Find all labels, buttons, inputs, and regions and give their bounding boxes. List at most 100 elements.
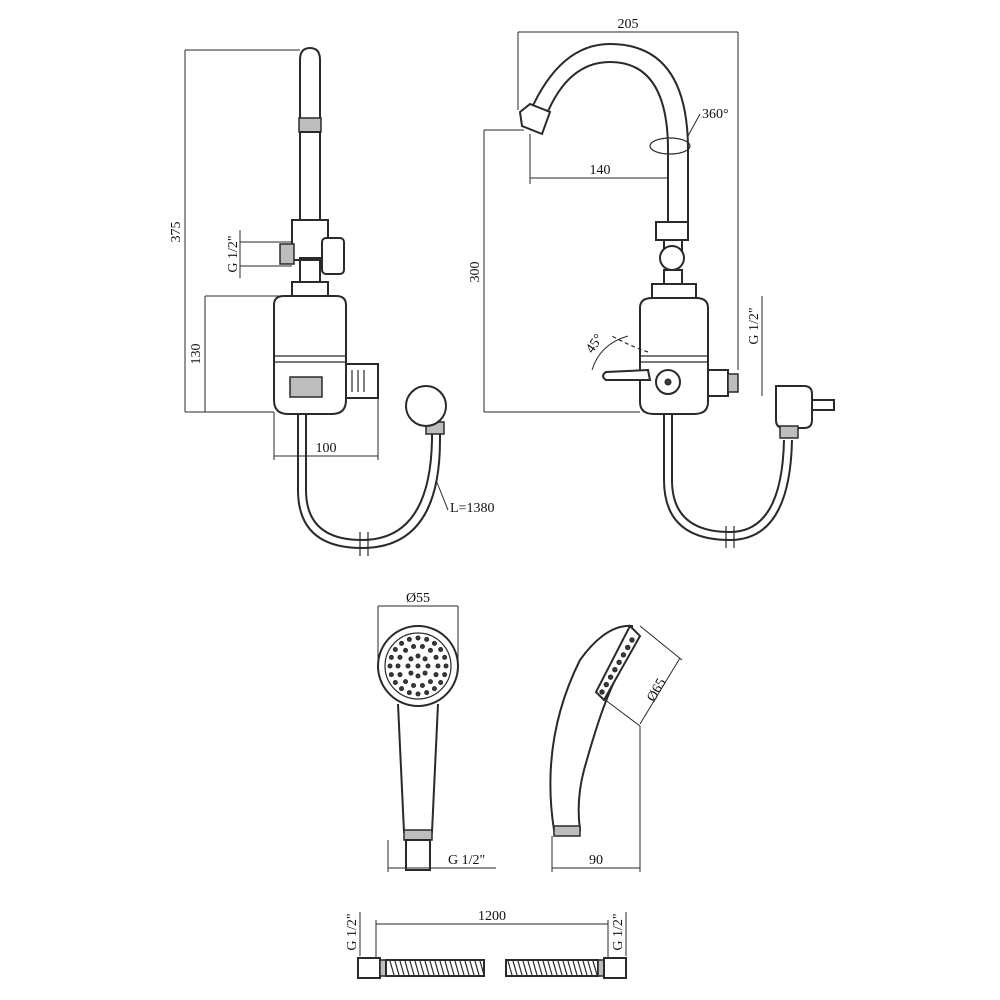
nozzle-dot (387, 663, 393, 669)
nozzle-dot (406, 636, 412, 642)
hose-rib (469, 960, 475, 976)
front-lever-raised (611, 335, 649, 353)
side-nozzle-dot (603, 681, 609, 688)
hose-rib (537, 960, 543, 976)
nozzle-dot (408, 656, 414, 662)
front-lever (602, 368, 652, 381)
side-nozzle-dot (599, 689, 605, 695)
shower-handle (397, 703, 439, 833)
shower-nozzles (387, 635, 449, 697)
nozzle-dot (438, 647, 444, 653)
shower-diameter-front: Ø55 (406, 591, 430, 606)
nozzle-dot (403, 679, 409, 685)
nozzle-dot (419, 682, 425, 688)
nozzle-dot (415, 691, 421, 697)
hose-rib (424, 960, 430, 976)
side-pipe (299, 46, 321, 126)
hose-rib (517, 960, 523, 976)
front-spout-nut (655, 221, 689, 241)
nozzle-dot (443, 663, 449, 669)
nozzle-dot (403, 647, 409, 653)
front-cable (663, 414, 793, 542)
nozzle-dot (424, 636, 430, 642)
shower-depth: 90 (589, 853, 603, 868)
front-plug (775, 385, 813, 429)
hose-rib (479, 960, 485, 976)
hose-rib (557, 960, 563, 976)
hose-rib (577, 960, 583, 976)
hose-rib (474, 960, 480, 976)
nozzle-dot (424, 690, 430, 696)
shower-front-view: Ø55 G 1/2" (377, 591, 496, 872)
hose-rib (454, 960, 460, 976)
hose-thread-left: G 1/2" (345, 913, 360, 950)
side-nozzle-dot (612, 667, 618, 673)
nozzle-dot (415, 673, 421, 679)
hose-rib (567, 960, 573, 976)
hose-rib (444, 960, 450, 976)
hose-thread-right: G 1/2" (611, 913, 626, 950)
front-view: 360° 45° 205 140 (468, 17, 835, 548)
side-nozzle-dot (616, 659, 622, 665)
side-nozzle-dot (629, 637, 635, 643)
shower-face-inner (384, 632, 452, 700)
nozzle-dot (431, 686, 437, 692)
side-cable (305, 414, 433, 542)
nozzle-dot (399, 640, 405, 646)
shower-side-thread (553, 825, 581, 837)
hose-rib (547, 960, 553, 976)
hose-rib (389, 960, 395, 976)
side-view: 375 G 1/2" 130 100 L=1380 (169, 46, 494, 556)
side-valve-knob (321, 237, 345, 275)
hose-rib (527, 960, 533, 976)
nozzle-dot (442, 672, 448, 678)
nozzle-dot (433, 672, 439, 678)
nozzle-dot (442, 654, 448, 660)
side-neck (299, 257, 321, 285)
front-rotation: 360° (702, 107, 729, 122)
hose-rib (429, 960, 435, 976)
front-spout-height: 300 (468, 262, 483, 283)
hose-rib (409, 960, 415, 976)
hose-rib (414, 960, 420, 976)
hose-right-nut (603, 957, 627, 979)
hose-rib (434, 960, 440, 976)
hose-rib (562, 960, 568, 976)
shower-handle-thread (403, 829, 433, 841)
front-plug-pin (811, 399, 835, 411)
hose-left-nut (357, 957, 381, 979)
shower-side-view: Ø65 90 (549, 624, 683, 872)
nozzle-dot (406, 690, 412, 696)
side-nozzle-dot (620, 652, 627, 658)
hose-length: 1200 (478, 909, 506, 924)
hose-rib (399, 960, 405, 976)
nozzle-dot (422, 670, 428, 676)
nozzle-dot (395, 663, 401, 669)
side-cable-length: L=1380 (450, 501, 494, 516)
side-nozzle-dot (607, 674, 614, 680)
side-pipe-nut (298, 117, 322, 133)
front-spout-reach: 140 (590, 163, 611, 178)
hose-rib (592, 960, 598, 976)
side-display-window (289, 376, 323, 398)
nozzle-dot (399, 686, 405, 692)
nozzle-dot (438, 679, 444, 685)
hose-rib (507, 960, 513, 976)
hose-rib (512, 960, 518, 976)
shower-diameter-side: Ø65 (644, 676, 669, 704)
nozzle-dot (427, 679, 433, 685)
side-nozzle-dot (625, 644, 631, 651)
hose-rib (582, 960, 588, 976)
front-lever-angle: 45° (583, 332, 607, 357)
hose-rib (404, 960, 410, 976)
front-thread-label: G 1/2" (747, 307, 762, 344)
hose-rib (439, 960, 445, 976)
nozzle-dot (411, 682, 417, 688)
nozzle-dot (392, 647, 398, 653)
nozzle-dot (411, 644, 417, 650)
nozzle-dot (431, 640, 437, 646)
side-height-total: 375 (169, 222, 184, 243)
front-aerator (518, 102, 552, 136)
hose-view: 1200 G 1/2" G 1/2" (345, 909, 627, 979)
